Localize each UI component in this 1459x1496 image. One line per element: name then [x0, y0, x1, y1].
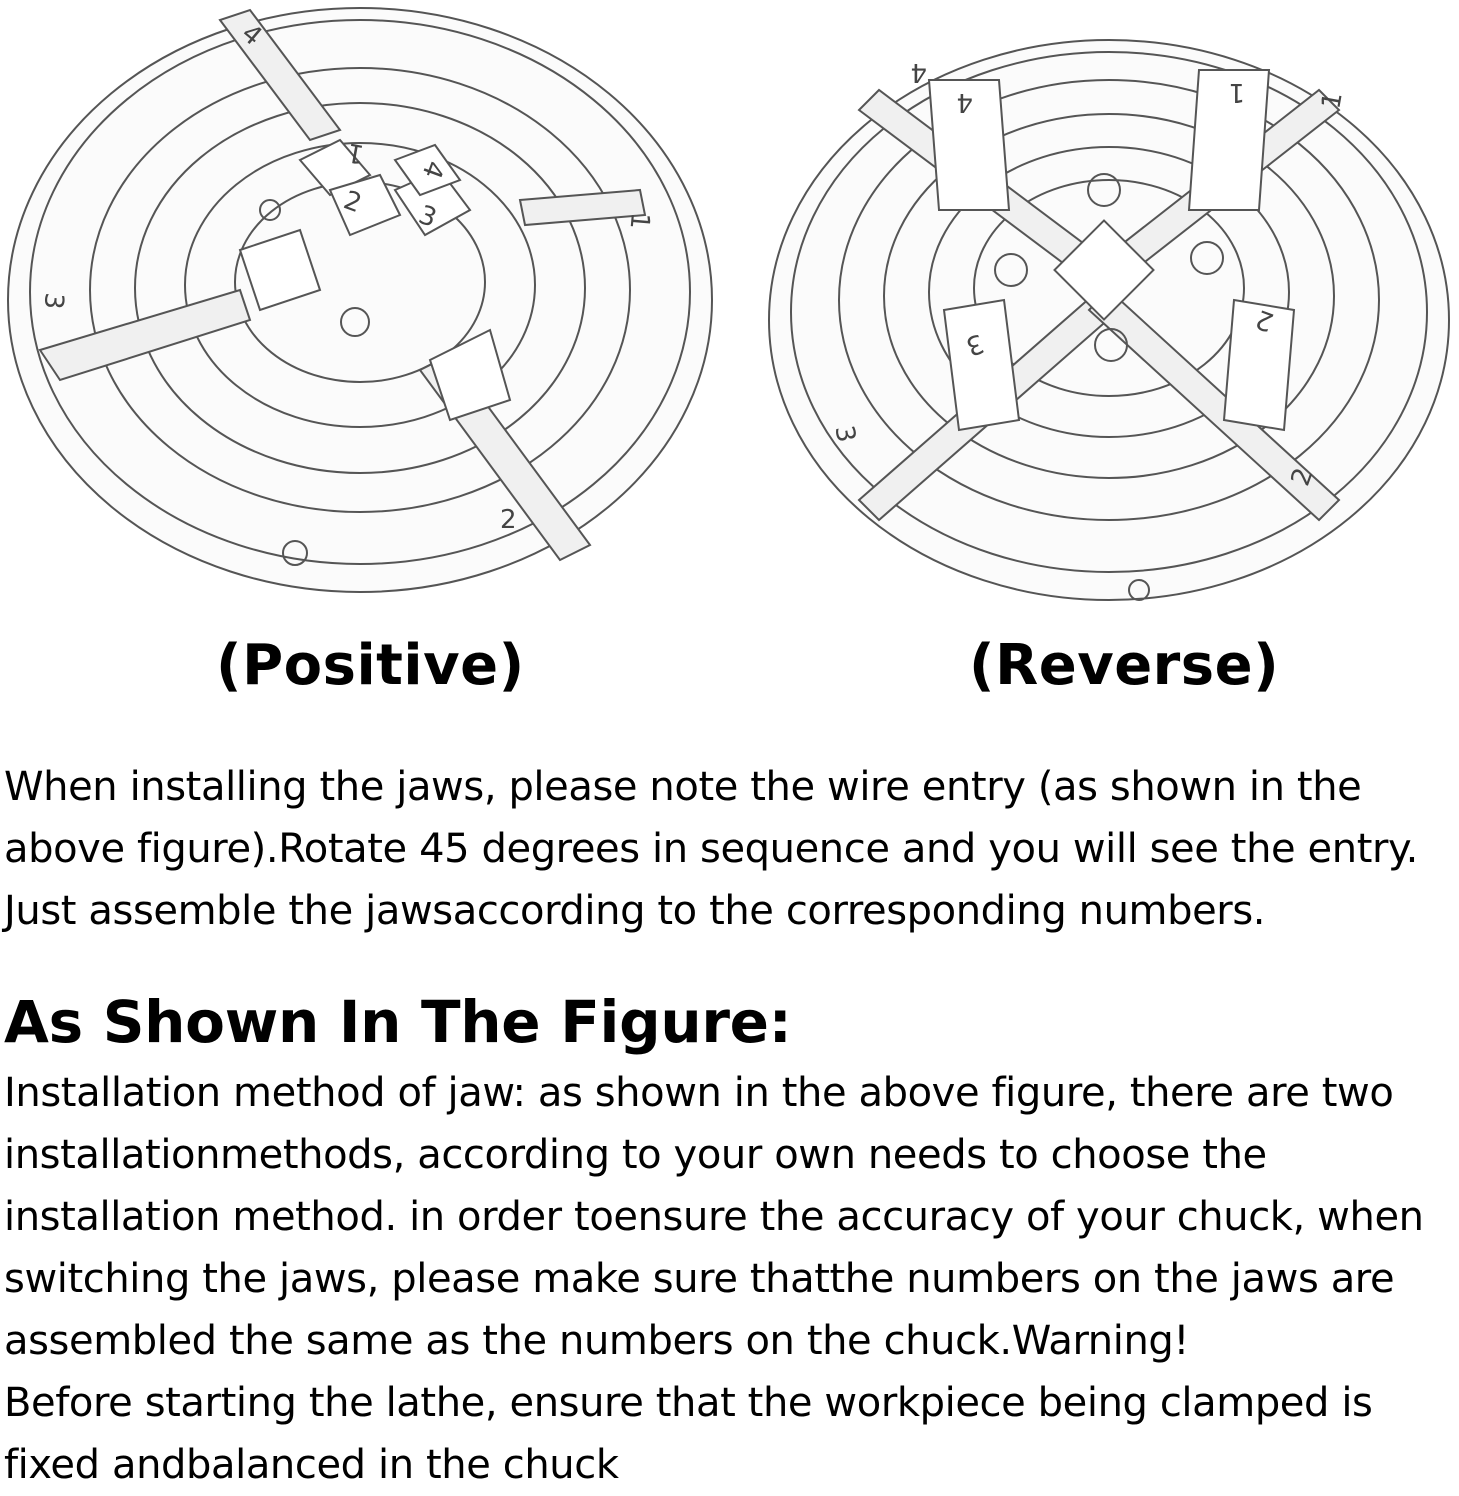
jaw-slot: [518, 188, 647, 227]
jaw-slot: [218, 8, 342, 142]
paragraph-line: Installation method of jaw: as shown in …: [4, 1070, 1394, 1116]
reverse-caption: (Reverse): [969, 633, 1280, 698]
mounting-hole: [1128, 579, 1150, 601]
reverse-chuck-figure: 4 1 3 2 4 1 3 2: [739, 0, 1459, 620]
positive-caption: (Positive): [216, 633, 525, 698]
screw-hole: [259, 199, 281, 221]
paragraph-line: switching the jaws, please make sure tha…: [4, 1256, 1395, 1302]
jaw: [238, 228, 322, 312]
jaw-number: 4: [956, 87, 973, 117]
jaw: [328, 173, 402, 237]
jaw: [1222, 298, 1296, 432]
jaw-slot: [38, 288, 252, 382]
paragraph-line: installation method. in order toensure t…: [4, 1194, 1424, 1240]
jaw: [1187, 69, 1271, 211]
reverse-chuck-drawing: 4 1 3 2 4 1 3 2: [768, 39, 1450, 601]
screw-hole: [1190, 241, 1224, 275]
jaw: [428, 328, 512, 422]
positive-chuck-figure: 4 1 3 2 1 2 3 4: [0, 0, 720, 620]
jaw: [927, 79, 1011, 211]
mounting-hole: [282, 540, 308, 566]
chuck-number: 4: [910, 57, 927, 87]
screw-hole: [1094, 328, 1128, 362]
jaw-number: 1: [345, 136, 367, 168]
jaw: [393, 143, 462, 197]
chuck-number: 1: [1316, 90, 1348, 112]
paragraph-line: Just assemble the jawsaccording to the c…: [4, 888, 1266, 934]
center-block: [1053, 219, 1155, 321]
chuck-body: [7, 7, 713, 593]
chuck-number: 1: [624, 211, 655, 230]
paragraph-line: above figure).Rotate 45 degrees in seque…: [4, 826, 1418, 872]
installation-note-paragraph: When installing the jaws, please note th…: [4, 756, 1456, 942]
chuck-number: 3: [38, 291, 69, 310]
section-heading: As Shown In The Figure:: [4, 988, 792, 1056]
paragraph-line: Before starting the lathe, ensure that t…: [4, 1380, 1373, 1426]
paragraph-line: installationmethods, according to your o…: [4, 1132, 1267, 1178]
paragraph-line: assembled the same as the numbers on the…: [4, 1318, 1190, 1364]
chuck-number: 3: [828, 423, 860, 445]
jaw-number: 1: [1228, 77, 1245, 107]
paragraph-line: fixed andbalanced in the chuck: [4, 1442, 619, 1488]
screw-hole: [340, 307, 370, 337]
screw-hole: [1087, 173, 1121, 207]
paragraph-line: When installing the jaws, please note th…: [4, 764, 1362, 810]
positive-chuck-drawing: 4 1 3 2 1 2 3 4: [7, 7, 713, 593]
jaw-slot: [1087, 288, 1341, 522]
chuck-number: 2: [500, 505, 517, 535]
installation-method-paragraph: Installation method of jaw: as shown in …: [4, 1062, 1456, 1496]
jaw: [298, 138, 372, 197]
screw-hole: [994, 253, 1028, 287]
jaw: [942, 298, 1021, 432]
